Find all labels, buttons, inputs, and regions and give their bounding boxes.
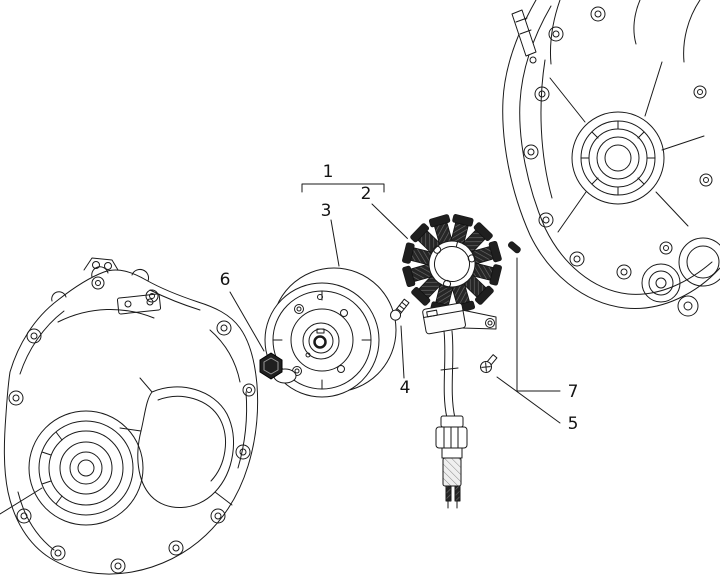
callout-7-label: 7: [568, 382, 579, 402]
callout-4-leader: [400, 325, 405, 379]
stator-assembly-drawing: [401, 213, 503, 315]
flywheel-rotor-drawing: [264, 267, 397, 398]
callout-7-leader: [516, 257, 561, 392]
callout-6-leader: [229, 291, 265, 352]
callout-5-leader: [496, 376, 561, 424]
pickup-screw-drawing: [480, 354, 498, 373]
callout-3-leader: [330, 219, 340, 267]
wiring-connector-drawing: [435, 330, 468, 509]
callout-2-label: 2: [361, 184, 372, 204]
callout-1-bracket: [301, 183, 385, 193]
callout-1-label: 1: [323, 162, 334, 182]
woodruff-key-drawing: [507, 241, 521, 254]
right-crankcase-drawing: [502, 0, 720, 317]
flange-nut-drawing: [259, 352, 297, 384]
pickup-coil-drawing: [422, 302, 497, 335]
callout-3-label: 3: [321, 201, 332, 221]
pickup-bracket: [461, 309, 497, 330]
left-crankcase-cover-drawing: [0, 257, 259, 575]
callout-5-label: 5: [568, 414, 579, 434]
stud-bolt-drawing: [511, 9, 537, 64]
stator-bolt-drawing: [390, 298, 410, 321]
callout-6-label: 6: [220, 270, 231, 290]
callout-4-label: 4: [400, 378, 411, 398]
callout-2-leader: [371, 203, 410, 241]
callout-leader-lines: [229, 183, 561, 424]
